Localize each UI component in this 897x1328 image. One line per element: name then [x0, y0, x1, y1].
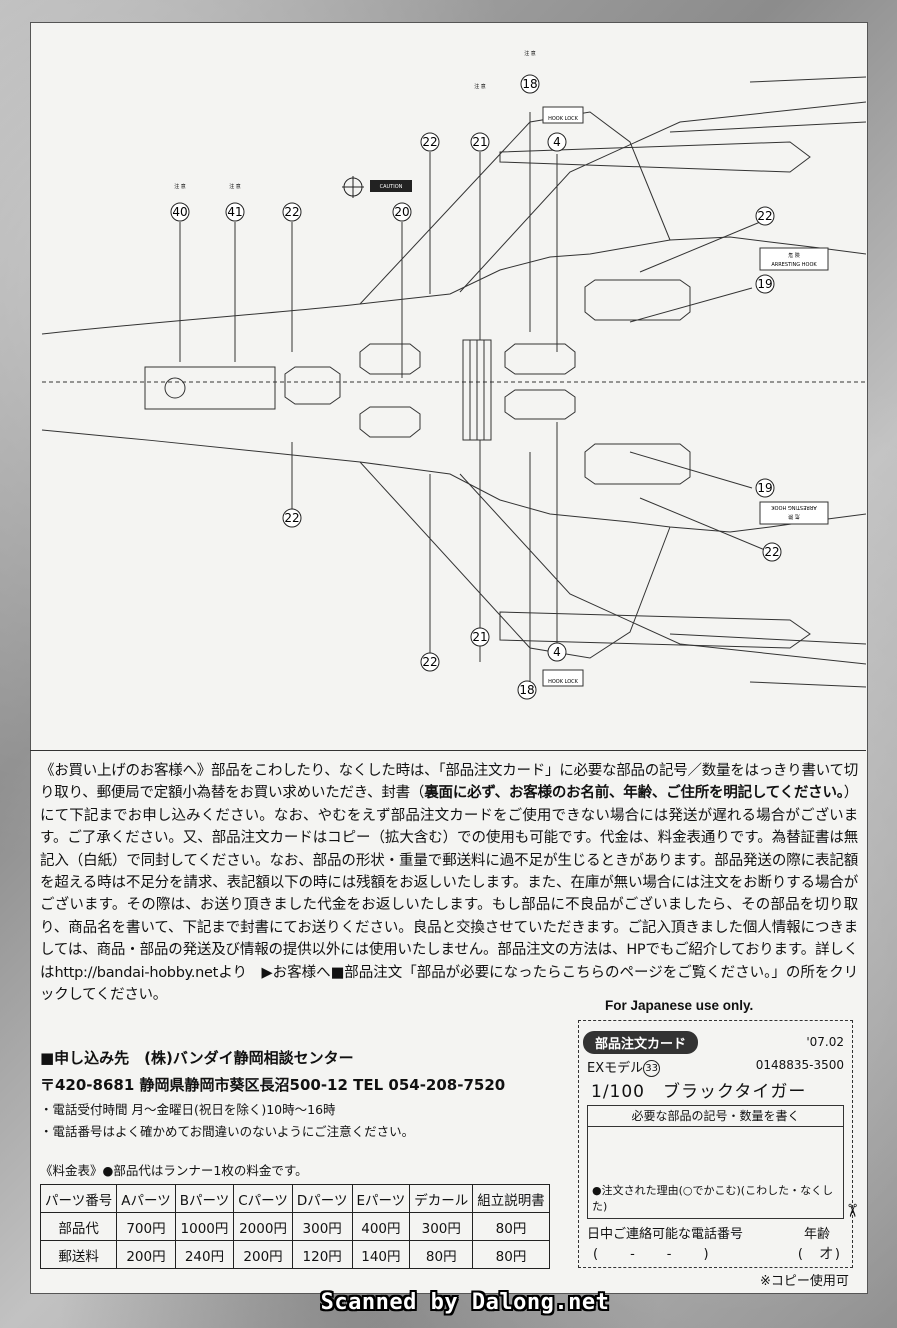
- model-prefix: EXモデル: [587, 1061, 644, 1076]
- parts-entry-box[interactable]: 必要な部品の記号・数量を書く ●注文された理由(○でかこむ)(こわした・なくした…: [587, 1105, 844, 1219]
- caution-label-18: 注 意: [524, 50, 536, 57]
- table-row: 郵送料 200円 240円 200円 120円 140円 80円 80円: [39, 1240, 550, 1269]
- order-reason: ●注文された理由(○でかこむ)(こわした・なくした): [592, 1184, 834, 1213]
- arresting-hook-en-label-2: ARRESTING HOOK: [771, 504, 817, 510]
- table-cell: 240円: [174, 1240, 235, 1269]
- age-label: 年齢: [803, 1227, 830, 1242]
- callout-19-b: 19: [757, 481, 772, 495]
- order-card-date: '07.02: [806, 1035, 844, 1049]
- callout-22-b: 22: [422, 135, 437, 149]
- callout-18-b: 18: [519, 683, 534, 697]
- header-cell: デカール: [409, 1184, 474, 1213]
- product-title: ブラックタイガー: [663, 1082, 807, 1102]
- callout-4-b: 4: [553, 645, 561, 659]
- callout-22-c: 22: [757, 209, 772, 223]
- model-number-badge: 33: [643, 1060, 661, 1077]
- table-cell: 郵送料: [39, 1240, 118, 1269]
- table-cell: 200円: [233, 1240, 293, 1269]
- contact-name: ■申し込み先 (株)バンダイ静岡相談センター: [40, 1049, 354, 1067]
- callout-22-d: 22: [764, 545, 779, 559]
- product-name: 1/100 ブラックタイガー: [591, 1077, 806, 1102]
- callout-21-a: 21: [472, 135, 487, 149]
- contact-info: ■申し込み先 (株)バンダイ静岡相談センター 〒420-8681 静岡県静岡市葵…: [40, 1045, 580, 1143]
- table-cell: 80円: [409, 1240, 474, 1269]
- phone-field[interactable]: ( - - ): [593, 1247, 711, 1262]
- callout-4-a: 4: [553, 135, 561, 149]
- instruction-sheet: [30, 22, 868, 1294]
- hook-lock-label-2: HOOK LOCK: [548, 679, 579, 685]
- table-cell: 2000円: [233, 1212, 293, 1241]
- callout-41: 41: [227, 205, 242, 219]
- table-cell: 140円: [351, 1240, 411, 1269]
- header-cell: Cパーツ: [233, 1184, 293, 1213]
- callout-22-a: 22: [284, 205, 299, 219]
- contact-address: 〒420-8681 静岡県静岡市葵区長沼500-12 TEL 054-208-7…: [40, 1076, 506, 1094]
- price-table-section: 《料金表》●部品代はランナー1枚の料金です。 パーツ番号 Aパーツ Bパーツ C…: [39, 1161, 570, 1269]
- table-cell: 部品代: [39, 1212, 118, 1241]
- caution-label-41: 注 意: [229, 183, 241, 190]
- header-cell: Bパーツ: [174, 1184, 235, 1213]
- callout-22-e: 22: [284, 511, 299, 525]
- age-field[interactable]: ( 才): [797, 1247, 842, 1262]
- product-code: 0148835-3500: [755, 1058, 844, 1072]
- table-cell: 400円: [351, 1212, 411, 1241]
- table-cell: 300円: [409, 1212, 474, 1241]
- price-table-header: パーツ番号 Aパーツ Bパーツ Cパーツ Dパーツ Eパーツ デカール 組立説明…: [39, 1184, 550, 1213]
- scanner-watermark: Scanned by Dalong.net: [320, 1290, 610, 1315]
- copy-allowed-note: ※コピー使用可: [760, 1274, 849, 1289]
- table-row: 部品代 700円 1000円 2000円 300円 400円 300円 80円: [39, 1212, 550, 1241]
- price-table-caption: 《料金表》●部品代はランナー1枚の料金です。: [40, 1163, 308, 1178]
- table-cell: 120円: [291, 1240, 353, 1269]
- order-card-title: 部品注文カード: [583, 1031, 699, 1054]
- caution-label-40: 注 意: [174, 183, 186, 190]
- callout-20: 20: [394, 205, 409, 219]
- phone-label: 日中ご連絡可能な電話番号: [587, 1227, 744, 1242]
- header-cell: Eパーツ: [351, 1184, 411, 1213]
- japanese-use-only-label: For Japanese use only.: [605, 998, 754, 1013]
- table-cell: 300円: [291, 1212, 353, 1241]
- arresting-hook-jp-label: 危 険: [788, 252, 800, 259]
- table-cell: 700円: [116, 1212, 176, 1241]
- table-cell: 80円: [472, 1240, 550, 1269]
- table-cell: 80円: [472, 1212, 550, 1241]
- callout-40: 40: [172, 205, 187, 219]
- header-cell: 組立説明書: [472, 1184, 550, 1213]
- caution-label-21: 注 意: [474, 83, 486, 90]
- phone-check-note: ・電話番号はよく確かめてお間違いのないようにご注意ください。: [40, 1124, 415, 1139]
- price-table: パーツ番号 Aパーツ Bパーツ Cパーツ Dパーツ Eパーツ デカール 組立説明…: [39, 1184, 550, 1269]
- arresting-hook-jp-label-2: 危 険: [788, 513, 800, 520]
- table-cell: 1000円: [174, 1212, 235, 1241]
- parts-entry-instruction: 必要な部品の記号・数量を書く: [588, 1106, 843, 1127]
- product-scale: 1/100: [591, 1082, 645, 1102]
- header-cell: Aパーツ: [116, 1184, 176, 1213]
- aircraft-decal-drawing: 40 41 22 20 22 21 18 4 22 19 19 22 22 21…: [41, 50, 866, 700]
- phone-hours-note: ・電話受付時間 月〜金曜日(祝日を除く)10時〜16時: [40, 1102, 336, 1117]
- callout-21-b: 21: [472, 630, 487, 644]
- callout-19-a: 19: [757, 277, 772, 291]
- arresting-hook-en-label: ARRESTING HOOK: [771, 262, 817, 268]
- decal-placement-diagram: 40 41 22 20 22 21 18 4 22 19 19 22 22 21…: [30, 22, 866, 751]
- callout-18-a: 18: [522, 77, 537, 91]
- notice-bold: 裏面に必ず、お客様のお名前、年齢、ご住所を明記してください。: [424, 785, 844, 802]
- order-notice: 《お買い上げのお客様へ》部品をこわしたり、なくした時は、「部品注文カード」に必要…: [40, 760, 858, 1006]
- notice-body: ）にて下記までお申し込みください。なお、やむをえず部品注文カードをご使用できない…: [40, 785, 858, 1004]
- notice-lead: 《お買い上げのお客様へ》部品をこわしたり、なくした時は、「部品注文カード」に必要…: [40, 763, 858, 802]
- table-cell: 200円: [116, 1240, 176, 1269]
- callout-22-f: 22: [422, 655, 437, 669]
- scissors-icon: ✂: [841, 1202, 863, 1219]
- header-cell: パーツ番号: [39, 1184, 118, 1213]
- caution-decal-label: CAUTION: [380, 184, 403, 190]
- hook-lock-label: HOOK LOCK: [548, 116, 579, 122]
- header-cell: Dパーツ: [291, 1184, 353, 1213]
